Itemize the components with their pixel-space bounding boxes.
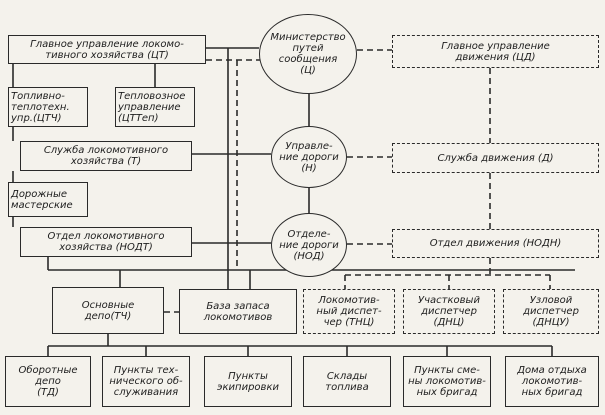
box-maintenance-points: Пункты тех- нического об- служивания <box>102 356 190 407</box>
box-diesel-admin: Тепловозное управление (ЦТТеп) <box>115 87 195 127</box>
box-section-dispatcher: Участковый диспетчер (ДНЦ) <box>403 289 495 334</box>
box-main-depots: Основные депо(ТЧ) <box>52 287 164 334</box>
box-crew-rest-houses: Дома отдыха локомотив- ных бригад <box>505 356 599 407</box>
circle-ministry: Министерство путей сообщения (Ц) <box>259 14 357 94</box>
box-traffic-service: Служба движения (Д) <box>392 143 599 173</box>
box-fuel-heat-admin: Топливно- теплотехн. упр.(ЦТЧ) <box>8 87 88 127</box>
box-traffic-department: Отдел движения (НОДН) <box>392 229 599 258</box>
box-turnaround-depots: Оборотные депо (ТД) <box>5 356 91 407</box>
box-locomotive-department: Отдел локомотивного хозяйства (НОДТ) <box>20 227 192 257</box>
box-locomotive-dispatcher: Локомотив- ный диспет- чер (ТНЦ) <box>303 289 395 334</box>
box-locomotive-reserve: База запаса локомотивов <box>179 289 297 334</box>
circle-road-division: Отделе- ние дороги (НОД) <box>271 213 347 277</box>
box-crew-change-points: Пункты сме- ны локомотив- ных бригад <box>403 356 491 407</box>
box-equipment-points: Пункты экипировки <box>204 356 292 407</box>
box-road-workshops: Дорожные мастерские <box>8 182 88 217</box>
box-main-traffic-admin: Главное управление движения (ЦД) <box>392 35 599 68</box>
box-junction-dispatcher: Узловой диспетчер (ДНЦУ) <box>503 289 599 334</box>
circle-road-administration: Управле- ние дороги (Н) <box>271 126 347 188</box>
box-main-locomotive-admin: Главное управление локомо- тивного хозяй… <box>8 35 206 64</box>
box-fuel-depots: Склады топлива <box>303 356 391 407</box>
box-locomotive-service: Служба локомотивного хозяйства (Т) <box>20 141 192 171</box>
